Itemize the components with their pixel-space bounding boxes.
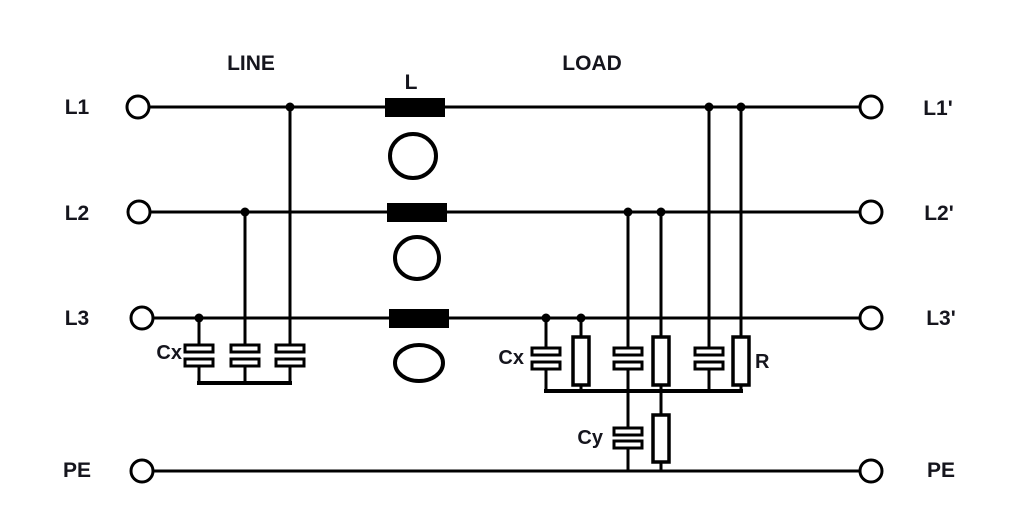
junction-dot bbox=[576, 313, 586, 323]
junction-dot bbox=[656, 207, 666, 217]
terminal-l2 bbox=[126, 199, 152, 225]
cy-capacitor-plate bbox=[612, 426, 644, 437]
discharge-resistor bbox=[571, 335, 591, 387]
cx-left-label: Cx bbox=[156, 342, 182, 364]
labels: LINE LOAD L L1 L2 L3 PE L1' L2' L3' PE C… bbox=[63, 52, 956, 482]
common-mode-choke bbox=[385, 98, 449, 383]
junction-dot bbox=[736, 102, 746, 112]
junction-dot bbox=[704, 102, 714, 112]
cx-capacitor-plate bbox=[229, 357, 261, 368]
terminal-l3-prime bbox=[858, 305, 884, 331]
cx-capacitor-plate bbox=[612, 360, 644, 371]
terminal-pe-left bbox=[129, 458, 155, 484]
choke-core-circle bbox=[393, 235, 441, 281]
terminals-left bbox=[125, 94, 155, 484]
inductor-winding-l2 bbox=[387, 203, 447, 222]
discharge-resistor bbox=[651, 335, 671, 387]
junction-dot bbox=[194, 313, 204, 323]
junction-dot bbox=[285, 102, 295, 112]
cx-capacitor-plate bbox=[183, 343, 215, 354]
resistor-label: R bbox=[755, 351, 770, 373]
cx-capacitor-plate bbox=[612, 346, 644, 357]
inductor-winding-l3 bbox=[389, 309, 449, 328]
terminal-label-pe-left: PE bbox=[63, 459, 91, 482]
section-label-line: LINE bbox=[227, 52, 275, 75]
junction-dot bbox=[240, 207, 250, 217]
right-cx-r-bank bbox=[530, 107, 751, 393]
cx-capacitor-plate bbox=[183, 357, 215, 368]
cx-right-label: Cx bbox=[498, 347, 524, 369]
terminal-l1 bbox=[125, 94, 151, 120]
phase-conductors bbox=[149, 105, 860, 473]
cx-capacitor-plate bbox=[693, 360, 725, 371]
cx-capacitor-plate bbox=[229, 343, 261, 354]
inductor-winding-l1 bbox=[385, 98, 445, 117]
terminal-label-l1-prime: L1' bbox=[923, 97, 953, 120]
junction-dot bbox=[623, 207, 633, 217]
terminals-right bbox=[858, 94, 884, 484]
terminal-label-l3-prime: L3' bbox=[926, 307, 956, 330]
terminal-label-pe-right: PE bbox=[927, 459, 955, 482]
section-label-load: LOAD bbox=[562, 52, 622, 75]
terminal-label-l1: L1 bbox=[65, 96, 90, 119]
terminal-l2-prime bbox=[858, 199, 884, 225]
cx-capacitor-plate bbox=[693, 346, 725, 357]
terminal-pe-right bbox=[858, 458, 884, 484]
choke-core-circle bbox=[388, 132, 438, 180]
terminal-l3 bbox=[129, 305, 155, 331]
discharge-resistor bbox=[651, 413, 671, 464]
cx-capacitor-plate bbox=[530, 346, 562, 357]
terminal-l1-prime bbox=[858, 94, 884, 120]
discharge-resistor bbox=[731, 335, 751, 387]
left-cx-bank bbox=[183, 107, 306, 385]
cy-label: Cy bbox=[577, 427, 603, 449]
terminal-label-l2-prime: L2' bbox=[924, 202, 954, 225]
terminal-label-l2: L2 bbox=[65, 202, 90, 225]
choke-core-circle bbox=[393, 343, 445, 383]
junction-dot bbox=[541, 313, 551, 323]
cy-capacitor-plate bbox=[612, 439, 644, 450]
cx-capacitor-plate bbox=[274, 357, 306, 368]
terminal-label-l3: L3 bbox=[65, 307, 90, 330]
junction-dots bbox=[194, 102, 746, 323]
inductor-label: L bbox=[405, 71, 418, 94]
cx-capacitor-plate bbox=[274, 343, 306, 354]
cy-branch-to-pe bbox=[612, 391, 671, 471]
cx-capacitor-plate bbox=[530, 360, 562, 371]
